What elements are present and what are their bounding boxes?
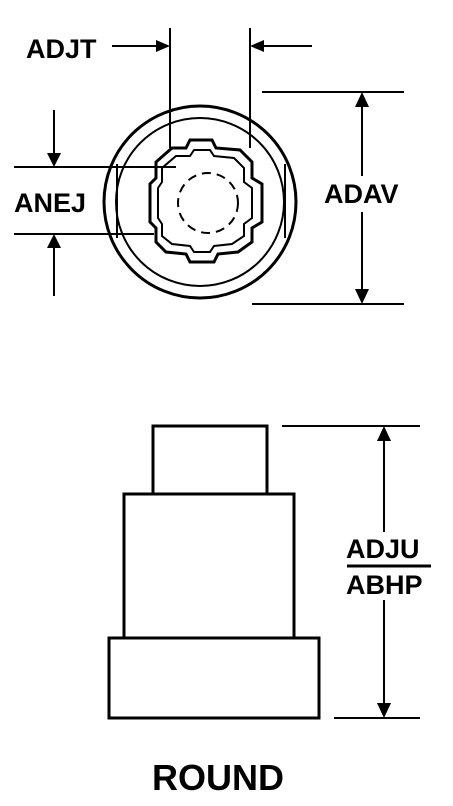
castellated-nut-inner xyxy=(157,149,253,253)
adjt-label: ADJT xyxy=(26,34,97,64)
shape-caption: ROUND xyxy=(152,757,284,798)
abhp-label: ABHP xyxy=(346,570,423,600)
outer-circle xyxy=(102,104,298,300)
castellated-nut-outer xyxy=(148,138,264,264)
adav-dimension xyxy=(252,91,404,305)
anej-arrow-bottom xyxy=(47,234,61,248)
adav-arrow-bottom xyxy=(355,289,369,304)
adju-label: ADJU xyxy=(346,534,420,564)
adjt-arrow-left xyxy=(156,40,170,52)
top-view xyxy=(102,104,298,300)
adav-arrow-top xyxy=(355,92,369,107)
adav-label: ADAV xyxy=(324,179,399,209)
side-view xyxy=(107,424,321,720)
anej-label: ANEJ xyxy=(14,188,86,218)
side-middle-step xyxy=(122,492,296,640)
side-base xyxy=(107,636,321,720)
anej-arrow-top xyxy=(47,153,61,167)
adju-arrow-top xyxy=(377,426,391,441)
hidden-bore xyxy=(177,172,239,234)
adju-dimension xyxy=(282,425,431,719)
adju-arrow-bottom xyxy=(377,703,391,718)
adjt-dimension xyxy=(112,28,312,148)
anej-dimension xyxy=(14,110,176,296)
side-top-step xyxy=(151,424,269,496)
adjt-arrow-right xyxy=(250,40,264,52)
